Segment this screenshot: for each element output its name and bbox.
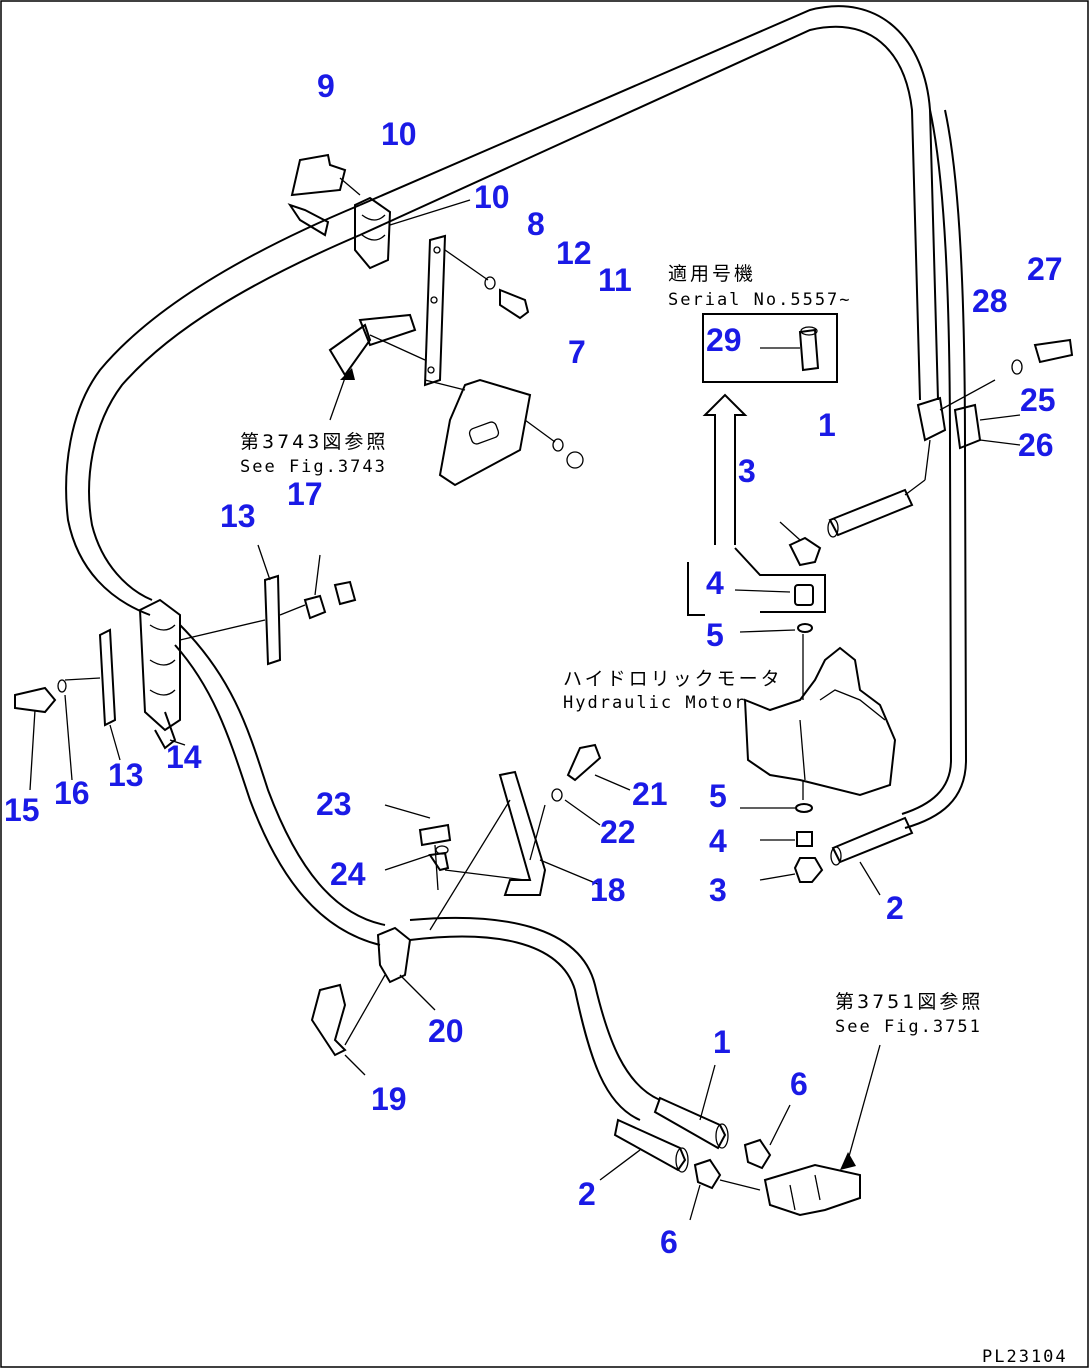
callout-1-upper: 1 xyxy=(818,407,836,443)
middle-clamp-assembly xyxy=(310,926,436,1076)
callout-18: 18 xyxy=(590,872,626,908)
right-clamps xyxy=(916,338,1074,450)
lower-motor-fittings xyxy=(740,803,914,896)
fig3751-note-ja: 第3751図参照 xyxy=(835,991,983,1013)
callout-19: 19 xyxy=(371,1081,407,1117)
callout-2-right: 2 xyxy=(886,890,904,926)
left-clamp-assembly xyxy=(14,544,357,791)
callout-11: 11 xyxy=(598,262,632,298)
callout-5-lower: 5 xyxy=(709,778,727,814)
callout-6-upper: 6 xyxy=(790,1066,808,1102)
callout-12: 12 xyxy=(556,235,592,271)
callout-28: 28 xyxy=(972,283,1008,319)
motor-note-en: Hydraulic Motor xyxy=(563,693,747,713)
callout-10-upper: 10 xyxy=(381,116,417,152)
serial-box xyxy=(702,313,838,545)
lower-fittings xyxy=(599,1044,881,1221)
callout-7: 7 xyxy=(568,334,586,370)
hydraulic-motor xyxy=(743,646,897,800)
callout-1-lower: 1 xyxy=(713,1024,731,1060)
callout-25: 25 xyxy=(1020,382,1056,418)
clamp-top-assembly xyxy=(287,153,471,270)
hose-loop xyxy=(65,5,968,1121)
fig3743-note-en: See Fig.3743 xyxy=(240,457,387,477)
callout-20: 20 xyxy=(428,1013,464,1049)
callout-24: 24 xyxy=(330,856,366,892)
callout-21: 21 xyxy=(632,776,668,812)
callout-27: 27 xyxy=(1027,251,1063,287)
callout-5-upper: 5 xyxy=(706,617,724,653)
callout-13-upper: 13 xyxy=(220,498,256,534)
callout-15: 15 xyxy=(4,792,40,828)
callout-29: 29 xyxy=(706,322,742,358)
serial-note-ja: 適用号機 xyxy=(668,263,756,285)
callout-4-lower: 4 xyxy=(709,823,727,859)
fig3751-note-en: See Fig.3751 xyxy=(835,1017,982,1037)
callout-4-upper: 4 xyxy=(706,565,724,601)
motor-note-ja: ハイドロリックモータ xyxy=(563,668,783,690)
notes: 適用号機 Serial No.5557~ 第3743図参照 See Fig.37… xyxy=(240,263,1068,1367)
callout-3-lower: 3 xyxy=(709,872,727,908)
callout-3-upper: 3 xyxy=(738,453,756,489)
callout-2-lower: 2 xyxy=(578,1176,596,1212)
callout-26: 26 xyxy=(1018,427,1054,463)
upper-fittings xyxy=(687,439,931,700)
drawing-code: PL23104 xyxy=(982,1347,1068,1367)
callout-17: 17 xyxy=(287,476,323,512)
callout-13-lower: 13 xyxy=(108,757,144,793)
callout-6-lower: 6 xyxy=(660,1224,678,1260)
callouts: 9 10 10 8 12 11 7 29 28 27 25 26 1 3 4 5… xyxy=(4,68,1063,1260)
callout-10-lower: 10 xyxy=(474,179,510,215)
callout-14: 14 xyxy=(166,739,202,775)
callout-8: 8 xyxy=(527,206,545,242)
callout-16: 16 xyxy=(54,775,90,811)
callout-22: 22 xyxy=(600,814,636,850)
bracket-8-assembly xyxy=(328,234,584,487)
fig3743-note-ja: 第3743図参照 xyxy=(240,431,388,453)
serial-note-en: Serial No.5557~ xyxy=(668,290,852,310)
callout-9: 9 xyxy=(317,68,335,104)
bracket-18-assembly xyxy=(384,743,631,931)
callout-23: 23 xyxy=(316,786,352,822)
